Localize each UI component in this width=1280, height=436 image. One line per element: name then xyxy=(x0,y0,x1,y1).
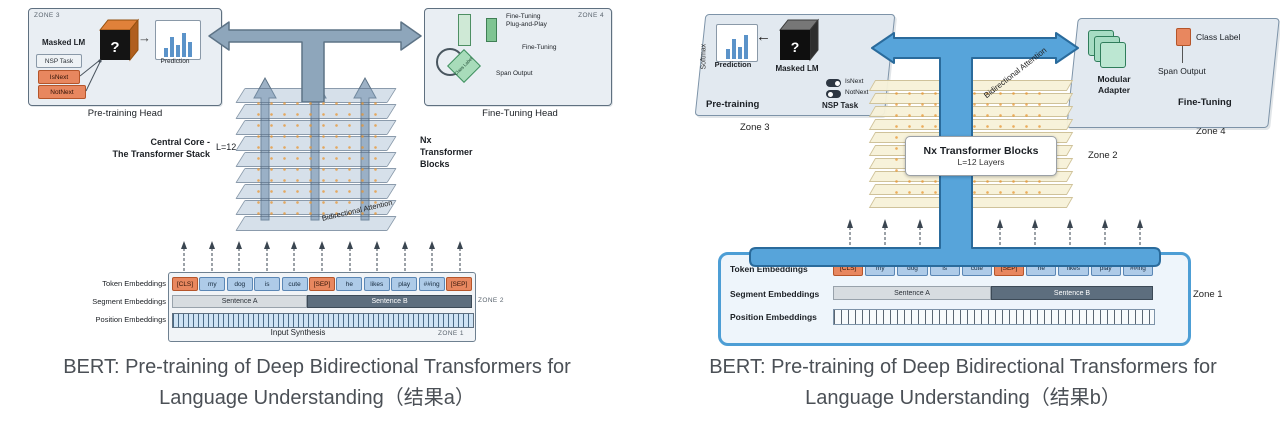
zone4-tag: ZONE 4 xyxy=(578,12,604,19)
flow-arrow-icon: → xyxy=(138,30,151,45)
token-row: [CLS] my dog is cute [SEP] he likes play… xyxy=(172,277,472,291)
masked-lm-label: Masked LM xyxy=(775,64,819,73)
input-synthesis-label: Input Synthesis xyxy=(270,328,326,337)
zone2-tag: Zone 2 xyxy=(1088,150,1118,161)
adapter-bar-small-icon xyxy=(486,18,497,42)
zone3-tag: Zone 3 xyxy=(740,122,770,133)
nsp-task-label: NSP Task xyxy=(822,101,859,110)
plug-and-play-label: Fine-Tuning Plug-and-Play xyxy=(506,13,547,29)
dashed-up-arrows xyxy=(847,219,1143,250)
position-ruler xyxy=(833,309,1155,325)
zone3-tag: ZONE 3 xyxy=(34,12,60,19)
prediction-label: Prediction xyxy=(714,60,752,69)
class-label-text: Class Label xyxy=(1196,32,1241,42)
span-output-label: Span Output xyxy=(1158,66,1206,76)
prediction-bars-icon xyxy=(155,20,201,60)
token-embeddings-label: Token Embeddings xyxy=(730,264,808,274)
prediction-bars-icon xyxy=(716,24,758,62)
token-chip: cute xyxy=(281,277,308,291)
token-chip: play xyxy=(391,277,418,291)
caption-line-1: BERT: Pre-training of Deep Bidirectional… xyxy=(63,356,571,378)
central-core-label: Central Core - The Transformer Stack xyxy=(112,137,210,160)
isnext-chip: IsNext xyxy=(38,70,80,84)
zone1-tag: ZONE 1 xyxy=(438,330,464,337)
prediction-label: Prediction xyxy=(160,58,190,65)
token-chip: is xyxy=(254,277,281,291)
segment-row: Sentence A Sentence B xyxy=(833,286,1153,300)
cube-question-glyph: ? xyxy=(791,39,800,55)
token-chip: he xyxy=(336,277,363,291)
flow-arrow-icon: ← xyxy=(756,28,771,45)
zone1-tag: Zone 1 xyxy=(1193,289,1223,300)
token-embeddings-label: Token Embeddings xyxy=(102,279,166,288)
modular-adapter-icon xyxy=(1100,42,1126,68)
segment-embeddings-label: Segment Embeddings xyxy=(730,289,820,299)
stack-label-box: Nx Transformer Blocks L=12 Layers xyxy=(905,136,1057,176)
segment-bar-b: Sentence B xyxy=(307,295,472,308)
isnext-toggle xyxy=(826,79,841,87)
caption-line-2: Language Understanding（结果b） xyxy=(805,387,1121,409)
masked-lm-cube-icon: ? xyxy=(98,18,140,62)
segment-bar-a: Sentence A xyxy=(833,286,992,300)
notnext-toggle xyxy=(826,90,841,98)
segment-bar-b: Sentence B xyxy=(991,286,1153,300)
segment-row: Sentence A Sentence B xyxy=(172,295,472,308)
modular-adapter-label: Modular Adapter xyxy=(1097,74,1131,96)
fine-tuning-label: Fine-Tuning xyxy=(1178,97,1232,108)
pretraining-head-label: Pre-training Head xyxy=(87,108,163,119)
dashed-up-arrows xyxy=(181,241,463,271)
segment-embeddings-label: Segment Embeddings xyxy=(92,297,166,306)
token-chip: [SEP] xyxy=(446,277,472,291)
adapter-bar-icon xyxy=(458,14,471,46)
attention-dots-overlay xyxy=(252,98,378,216)
span-output-label: Span Output xyxy=(496,70,533,77)
depth-label: L=12 xyxy=(216,142,237,152)
position-embeddings-label: Position Embeddings xyxy=(95,315,166,324)
stack-title: Nx Transformer Blocks xyxy=(923,145,1039,157)
nsp-task-chip: NSP Task xyxy=(36,54,82,68)
pretraining-label: Pre-training xyxy=(706,99,760,110)
token-chip: [CLS] xyxy=(172,277,198,291)
caption-line-1: BERT: Pre-training of Deep Bidirectional… xyxy=(709,356,1217,378)
notnext-label: NotNext xyxy=(845,89,869,96)
token-chip: [SEP] xyxy=(309,277,335,291)
token-chip: dog xyxy=(226,277,253,291)
top-split-arrow xyxy=(208,21,422,102)
position-embeddings-label: Position Embeddings xyxy=(730,312,817,322)
stack-subtitle: L=12 Layers xyxy=(957,157,1005,167)
zone4-tag: Zone 4 xyxy=(1196,126,1226,137)
segment-bar-a: Sentence A xyxy=(172,295,308,308)
isnext-label: IsNext xyxy=(845,78,864,85)
masked-lm-label: Masked LM xyxy=(42,38,86,47)
class-label-chip-icon xyxy=(1176,28,1191,46)
nx-blocks-label: Nx Transformer Blocks xyxy=(420,135,473,170)
figure-b-caption: BERT: Pre-training of Deep Bidirectional… xyxy=(646,352,1280,414)
position-ruler xyxy=(172,313,474,328)
notnext-chip: NotNext xyxy=(38,85,86,99)
fine-tuning-head-label: Fine-Tuning Head xyxy=(482,108,558,119)
token-chip: my xyxy=(199,277,226,291)
caption-line-2: Language Understanding（结果a） xyxy=(159,387,475,409)
token-chip: likes xyxy=(363,277,390,291)
nsp-branch-lines xyxy=(80,59,102,92)
cube-question-glyph: ? xyxy=(110,39,119,56)
zone2-tag: ZONE 2 xyxy=(478,297,504,304)
fine-tuning-label: Fine-Tuning xyxy=(522,44,557,51)
masked-lm-cube-icon: ? xyxy=(778,18,820,62)
figure-a-caption: BERT: Pre-training of Deep Bidirectional… xyxy=(0,352,634,414)
token-chip: ##ing xyxy=(418,277,445,291)
class-span-connector xyxy=(1182,46,1183,63)
